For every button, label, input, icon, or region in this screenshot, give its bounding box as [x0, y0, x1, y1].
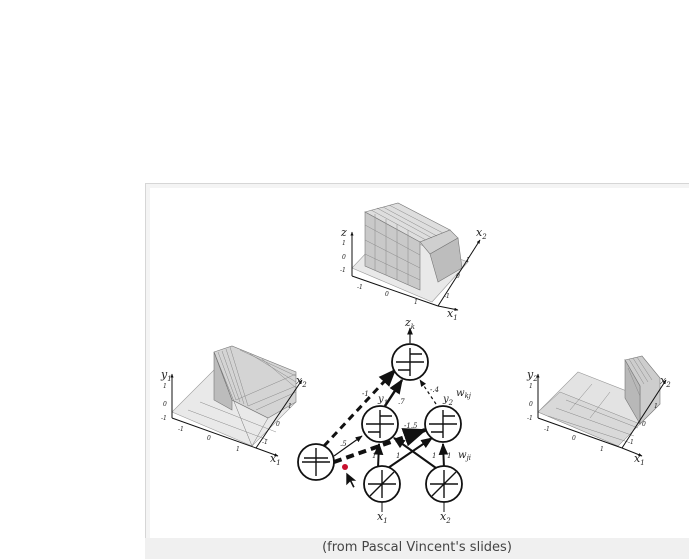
top-plot-tick-v1: 0	[342, 254, 346, 261]
left-plot-y-label: y	[160, 368, 168, 381]
input-node-1	[363, 465, 401, 503]
top-plot-tick-x2: 1	[414, 299, 418, 306]
weight-ji-label: w	[458, 450, 467, 461]
right-plot-tick-d1: 0	[642, 421, 646, 428]
svg-text:x2: x2	[296, 374, 307, 389]
left-plot-tick-x0: -1	[178, 426, 184, 433]
hidden2-label: y	[442, 394, 449, 405]
top-plot-tick-v2: -1	[340, 267, 346, 274]
hidden1-surface-plot: y1 x2 x1 1 0 -1 -1 0 1 -1 0 1	[160, 345, 307, 467]
top-plot-depth-label: x	[476, 226, 483, 239]
weight-x1-y1: 1	[372, 452, 376, 460]
left-plot-tick-x1: 0	[207, 435, 211, 442]
svg-text:y1: y1	[160, 368, 172, 383]
svg-text:x2: x2	[660, 374, 671, 389]
bias-node	[297, 443, 335, 481]
weight-kj-label: w	[456, 388, 465, 399]
svg-text:x2: x2	[476, 226, 487, 241]
top-plot-tick-x1: 0	[385, 291, 389, 298]
right-plot-tick-d0: -1	[628, 439, 634, 446]
edge-x2-y2	[438, 442, 449, 469]
weight-y2-output: -.4	[430, 386, 439, 394]
left-plot-tick-v0: 1	[163, 383, 167, 390]
top-plot-tick-d2: 1	[466, 257, 470, 264]
svg-text:y2: y2	[442, 394, 454, 407]
input1-label: x	[377, 510, 384, 523]
edge-x1-y1	[373, 442, 384, 469]
input2-label: x	[440, 510, 447, 523]
edge-bias-y1	[333, 435, 363, 457]
right-plot-tick-x0: -1	[544, 426, 550, 433]
edge-y1-output	[383, 378, 404, 407]
weight-y1-output: .7	[398, 398, 405, 406]
weight-x2-y1: 1	[432, 452, 436, 460]
left-plot-tick-d2: 1	[288, 403, 292, 410]
caption-bar: (from Pascal Vincent's slides)	[145, 538, 689, 559]
weight-x1-y2: 1	[396, 452, 400, 460]
right-plot-depth-label: x	[660, 374, 667, 387]
top-plot-tick-v0: 1	[342, 240, 346, 247]
cursor-icon	[345, 471, 358, 489]
output-node-label: z	[404, 316, 411, 329]
left-plot-tick-v2: -1	[161, 415, 167, 422]
top-plot-x-label: x	[447, 307, 454, 320]
output-surface-plot: z x2 x1 1 0 -1 -1 0 1 -1 0 1	[340, 202, 487, 322]
edge-x1-y2	[387, 437, 433, 469]
network-diagram: zk y1 y2 x1 x2 wkj wji -1 .7 -.4 .5 -1.5…	[297, 316, 472, 525]
svg-text:y2: y2	[526, 368, 538, 383]
svg-text:x1: x1	[447, 307, 458, 322]
right-plot-y-label: y	[526, 368, 534, 381]
top-plot-tick-x0: -1	[357, 284, 363, 291]
svg-text:y1: y1	[377, 394, 388, 407]
weight-x2-y2: 1	[447, 452, 451, 460]
top-plot-z-label: z	[340, 226, 347, 239]
output-node	[391, 343, 429, 381]
hidden-node-1	[361, 405, 399, 443]
svg-text:x2: x2	[440, 510, 451, 525]
hidden1-label: y	[377, 394, 384, 405]
left-plot-x-label: x	[270, 452, 277, 465]
left-plot-tick-x2: 1	[236, 446, 240, 453]
left-plot-depth-label: x	[296, 374, 303, 387]
svg-text:wji: wji	[458, 450, 471, 462]
edge-bias-y2	[333, 428, 428, 464]
right-plot-tick-v0: 1	[529, 383, 533, 390]
pointer-dot	[342, 464, 348, 470]
edge-bias-output	[322, 368, 397, 448]
svg-text:zk: zk	[404, 316, 415, 331]
weight-bias-y1: .5	[340, 440, 347, 448]
left-plot-tick-d1: 0	[276, 421, 280, 428]
svg-text:x1: x1	[377, 510, 388, 525]
svg-text:x1: x1	[634, 452, 645, 467]
right-plot-tick-d2: 1	[654, 403, 658, 410]
left-plot-tick-v1: 0	[163, 401, 167, 408]
edge-y2-output	[419, 379, 437, 405]
top-plot-tick-d0: -1	[444, 293, 450, 300]
top-plot-tick-d1: 0	[456, 273, 460, 280]
right-plot-x-label: x	[634, 452, 641, 465]
right-plot-tick-x2: 1	[600, 446, 604, 453]
slide-caption: (from Pascal Vincent's slides)	[322, 540, 512, 555]
hidden2-surface-plot: y2 x2 x1 1 0 -1 -1 0 1 -1 0 1	[526, 355, 671, 467]
right-plot-tick-v1: 0	[529, 401, 533, 408]
svg-text:wkj: wkj	[456, 388, 472, 400]
edge-x2-y1	[393, 437, 437, 469]
weight-bias-output: -1	[362, 390, 369, 398]
left-plot-tick-d0: -1	[262, 439, 268, 446]
svg-text:x1: x1	[270, 452, 281, 467]
right-plot-tick-v2: -1	[527, 415, 533, 422]
weight-bias-y2: -1.5	[404, 422, 418, 430]
input-node-2	[425, 465, 463, 503]
hidden-node-2	[424, 405, 462, 443]
right-plot-tick-x1: 0	[572, 435, 576, 442]
